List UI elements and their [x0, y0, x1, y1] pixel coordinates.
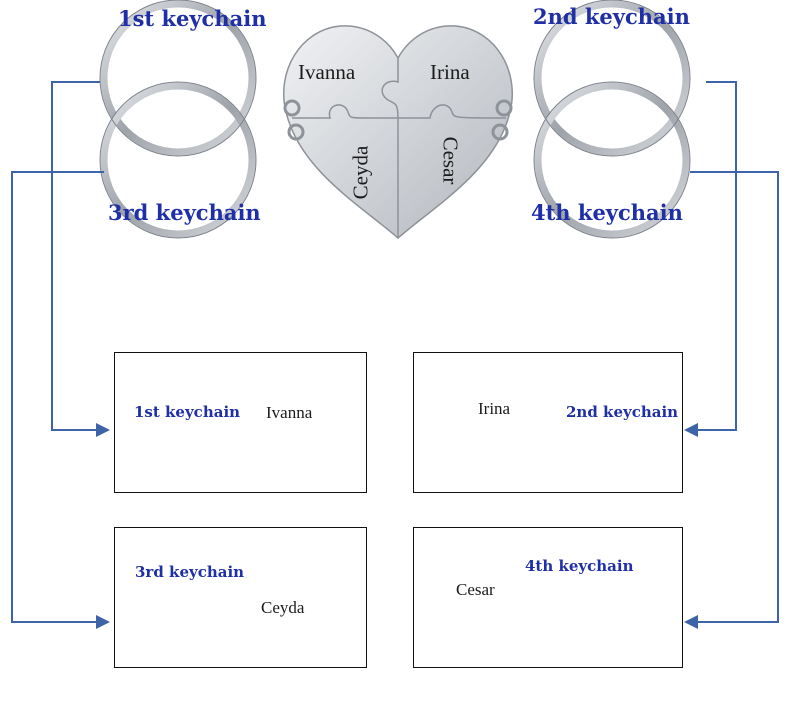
- ring-outlines: [99, 0, 691, 239]
- box-4th-keychain: [413, 527, 683, 668]
- box-3rd-name: Ceyda: [261, 598, 305, 617]
- connector-arrowheads: [96, 423, 698, 629]
- heart-name-irina: Irina: [430, 60, 470, 84]
- box-3rd-keychain: [114, 527, 367, 668]
- ring-1st: [100, 0, 256, 156]
- label-4th-keychain: 4th keychain: [531, 200, 683, 225]
- box-4th-name: Cesar: [456, 580, 495, 599]
- label-2nd-keychain: 2nd keychain: [533, 4, 690, 29]
- label-3rd-keychain: 3rd keychain: [108, 200, 261, 225]
- heart-puzzle: [283, 25, 513, 239]
- heart-name-ivanna: Ivanna: [298, 60, 356, 84]
- label-1st-keychain: 1st keychain: [118, 6, 267, 31]
- heart-name-cesar: Cesar: [438, 136, 463, 185]
- key-rings: [100, 0, 690, 238]
- ring-3rd: [100, 82, 256, 238]
- connector-2nd: [690, 81, 737, 431]
- connector-1st: [51, 81, 104, 431]
- box-1st-keychain: [114, 352, 367, 493]
- ring-4th: [534, 82, 690, 238]
- box-2nd-name: Irina: [478, 399, 511, 418]
- box-2nd-label: 2nd keychain: [566, 403, 679, 421]
- connector-lines: [11, 81, 779, 623]
- ring-2nd: [534, 0, 690, 156]
- heart-name-ceyda: Ceyda: [348, 145, 373, 200]
- puzzle-seam: [292, 58, 507, 238]
- connector-4th: [690, 171, 779, 623]
- connector-3rd: [11, 171, 104, 623]
- box-1st-label: 1st keychain: [134, 403, 241, 421]
- box-4th-label: 4th keychain: [525, 557, 634, 575]
- box-1st-name: Ivanna: [266, 403, 313, 422]
- box-2nd-keychain: [413, 352, 683, 493]
- box-3rd-label: 3rd keychain: [135, 563, 245, 581]
